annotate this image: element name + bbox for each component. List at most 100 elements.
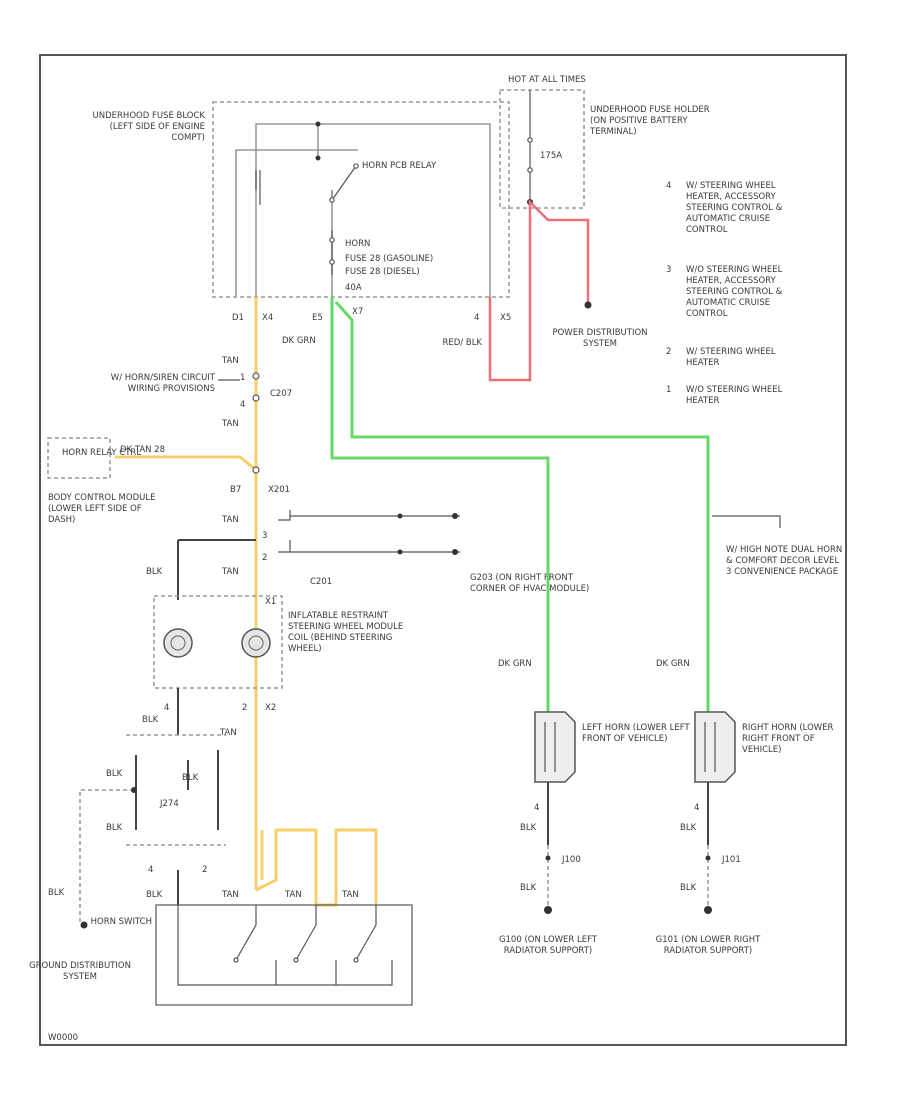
- pin-c207-1: 1: [240, 373, 245, 383]
- steering-coil-outline: [153, 595, 283, 689]
- horn-relay-label: HORN PCB RELAY: [362, 161, 437, 171]
- blk-wire-j274: [135, 688, 219, 905]
- pin-sw-2: 2: [202, 865, 207, 875]
- pin-4: 4: [474, 313, 479, 323]
- tan-label-3: TAN: [221, 515, 239, 525]
- horn-fuse-label-4: 40A: [345, 283, 362, 293]
- option-num-3: 2: [666, 347, 671, 357]
- tan-label-sw-2: TAN: [284, 890, 302, 900]
- blk-label-lh-1: BLK: [520, 823, 537, 833]
- horn-switch-contacts: [177, 905, 393, 986]
- horn-fuse-label-3: FUSE 28 (DIESEL): [345, 267, 420, 277]
- g100-ground: [544, 906, 552, 914]
- steering-option-wires: [278, 510, 460, 553]
- j274-dashed: [126, 734, 226, 846]
- horn-fuse-label-2: FUSE 28 (GASOLINE): [345, 254, 433, 264]
- option-num-1: 4: [666, 181, 671, 191]
- pin-c201-2: 2: [262, 553, 267, 563]
- pin-e5: E5: [312, 313, 323, 323]
- dk-grn-label-left: DK GRN: [498, 659, 532, 669]
- pin-right-horn-4: 4: [694, 803, 699, 813]
- blk-label-j274-3: BLK: [182, 773, 199, 783]
- pin-x201: X201: [268, 485, 290, 495]
- pin-c201-3: 3: [262, 531, 267, 541]
- bus-junction-dot: [315, 155, 321, 161]
- switch-contact: [293, 957, 299, 963]
- j100-label: J100: [561, 855, 581, 865]
- steering-option-dot: [452, 549, 458, 555]
- relay-contact: [353, 163, 359, 169]
- underhood-fuse-block-outline: [212, 101, 510, 298]
- c207-connector: [252, 372, 260, 380]
- horn-relay-switch: [255, 165, 357, 205]
- relay-contact: [329, 197, 335, 203]
- blk-label-lh-2: BLK: [520, 883, 537, 893]
- pin-x2: X2: [265, 703, 276, 713]
- pin-d1: D1: [232, 313, 244, 323]
- coil-left-icon: [163, 628, 193, 658]
- switch-contact: [233, 957, 239, 963]
- dk-tan-28-label: DK TAN 28: [120, 445, 165, 455]
- diagram-frame: [39, 54, 847, 1046]
- c207-connector: [252, 394, 260, 402]
- dk-grn-wire: [330, 297, 710, 712]
- tan-label-4: TAN: [221, 567, 239, 577]
- red-blk-label: RED/ BLK: [442, 338, 482, 348]
- horn-switch-label: HORN SWITCH: [91, 917, 152, 927]
- blk-label-j274-1: BLK: [142, 715, 159, 725]
- fuse-175a-terminal: [527, 137, 533, 143]
- j101-label: J101: [721, 855, 741, 865]
- power-distribution-terminal: [584, 301, 592, 309]
- pin-sw-4: 4: [148, 865, 153, 875]
- tan-wire-main: [115, 297, 378, 907]
- tan-label-sw-1: TAN: [221, 890, 239, 900]
- coil-right-icon: [241, 628, 271, 658]
- fuse-terminal: [329, 237, 335, 243]
- horn-switch-box: [155, 904, 413, 1006]
- hot-at-all-times-label: HOT AT ALL TIMES: [508, 75, 586, 85]
- pin-coil-4: 4: [164, 703, 169, 713]
- c207-label: C207: [270, 389, 292, 399]
- switch-contact: [353, 957, 359, 963]
- bcm-outline: [47, 437, 111, 479]
- coil-right-inner: [248, 635, 264, 651]
- fuse-terminal: [329, 259, 335, 265]
- w-high-note-label: W/ HIGH NOTE DUAL HORN& COMFORT DECOR LE…: [726, 545, 842, 577]
- blk-label-j274-4: BLK: [106, 823, 123, 833]
- underhood-fuse-holder-label: UNDERHOOD FUSE HOLDER(ON POSITIVE BATTER…: [589, 105, 710, 137]
- high-note-option-arrow: [712, 515, 781, 528]
- horn-relay-ctrl-label: HORN RELAY CTRL: [62, 448, 141, 458]
- dk-grn-label-right: DK GRN: [656, 659, 690, 669]
- blk-label-rh-2: BLK: [680, 883, 697, 893]
- tan-label-2: TAN: [221, 419, 239, 429]
- pin-b7: B7: [230, 485, 241, 495]
- option-num-2: 3: [666, 265, 671, 275]
- horn-fuse-label-1: HORN: [345, 239, 370, 249]
- c201-label: C201: [310, 577, 332, 587]
- steering-option-dot: [397, 513, 403, 519]
- c201-connector: [252, 466, 260, 474]
- blk-wire-left-coil: [177, 539, 256, 600]
- left-horn-inner: [544, 722, 556, 772]
- pin-left-horn-4: 4: [534, 803, 539, 813]
- bus-junction-dot: [315, 121, 321, 127]
- j274-label: J274: [159, 799, 179, 809]
- pin-x7: X7: [352, 307, 363, 317]
- tan-label-1: TAN: [221, 356, 239, 366]
